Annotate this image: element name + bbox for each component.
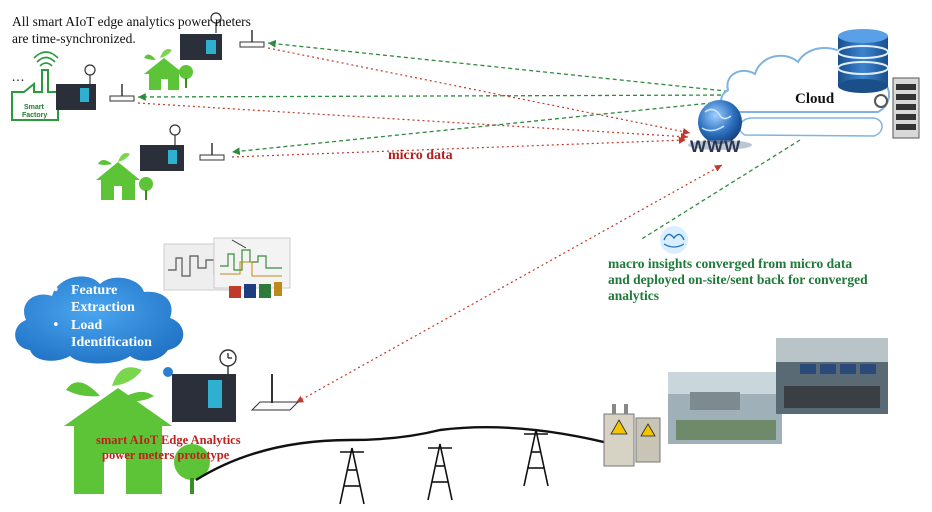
meter-device-image [56,84,96,110]
micro-data-label: micro data [388,148,453,163]
control-room-image [776,338,888,414]
feature-extraction-line-1: Feature [71,283,118,298]
wifi-icon [33,51,59,67]
server-icon [874,77,920,139]
factory-icon [11,69,59,121]
transmission-tower-icon [523,429,549,487]
router-icon [199,143,225,161]
router-icon [109,84,135,102]
micro-arrow-top-house [267,47,691,136]
house-icon-top [144,49,193,90]
feature-extraction-line-2: Extraction [71,300,135,315]
ai-insight-icon [660,226,688,254]
router-icon [250,374,300,411]
house-icon-mid [96,153,153,200]
micro-arrow-factory [137,102,689,141]
load-identification-line-2: Identification [71,335,152,350]
leaf-icon [144,54,156,60]
gear-icon [874,94,888,108]
transmission-tower-icon [339,447,365,505]
www-label: WWW [690,137,742,156]
clock-icon [169,124,181,146]
power-line [195,426,621,482]
micro-arrow-prototype [295,164,723,403]
caption-line-1: All smart AIoT edge analytics power mete… [12,14,251,29]
transmission-tower-icon [427,443,453,501]
macro-label-line-1: macro insights converged from micro data [608,256,853,271]
leaf-icon [98,160,112,165]
meter-device-image [140,145,184,171]
leaf-icon [120,391,154,402]
ellipsis-indicator: … [11,68,25,84]
database-icon [837,29,889,93]
caption-line-2: are time-synchronized. [12,31,136,46]
macro-arrow-factory [137,93,736,101]
clock-icon [84,64,96,86]
leaf-icon [160,49,172,58]
power-plant-image [668,372,782,444]
clock-icon [219,349,237,380]
leaf-icon [66,382,100,397]
macro-arrow-mid-house [231,99,741,156]
router-icon [239,30,265,48]
micro-arrow-mid-house [231,136,687,158]
bullet-icon: • [52,283,60,298]
leaf-icon [118,153,130,162]
meter-device-image [172,374,236,422]
leaf-icon [112,367,142,386]
cloud-label: Cloud [795,91,835,107]
micro-arrows [137,47,723,403]
house-icon-prototype [64,367,210,494]
macro-label-line-2: and deployed on-site/sent back for conve… [608,272,868,287]
smart-factory-label-2: Factory [22,112,48,119]
bullet-icon: • [52,318,60,333]
smart-factory-label-1: Smart [24,104,44,111]
macro-arrow-top-house [267,39,736,93]
clock-icon [210,12,222,33]
prototype-label-line-2: power meters prototype [102,448,230,462]
macro-label-line-3: analytics [608,288,660,303]
load-identification-line-1: Load [71,318,103,333]
prototype-label-line-1: smart AIoT Edge Analytics [96,433,241,447]
waveform-panels [163,237,291,298]
transformer-icon [603,404,661,467]
globe-icon [688,100,752,150]
